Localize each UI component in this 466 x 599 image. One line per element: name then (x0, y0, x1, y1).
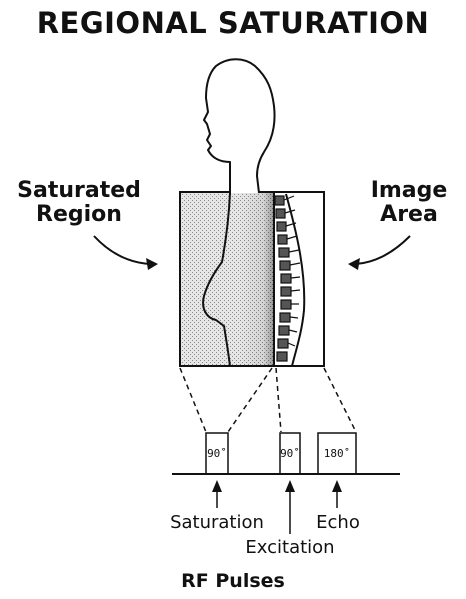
echo-arrow (332, 480, 342, 508)
page-title: REGIONAL SATURATION (0, 6, 466, 40)
pulse-label-echo: 180˚ (318, 439, 356, 469)
echo-label: Echo (310, 512, 366, 533)
spine (275, 196, 300, 361)
saturation-arrow (212, 480, 222, 508)
saturated-region-arrow (94, 236, 158, 270)
saturation-label: Saturation (160, 512, 274, 533)
rf-pulses-label: RF Pulses (0, 570, 466, 592)
projection-lines (180, 368, 356, 432)
excitation-label: Excitation (235, 537, 345, 558)
head-profile (204, 59, 275, 193)
image-area-label: Image Area (354, 179, 464, 227)
pulse-label-saturation: 90˚ (206, 439, 228, 469)
saturated-region-label: Saturated Region (4, 179, 154, 227)
image-area-arrow (348, 236, 410, 270)
image-area-text: Image Area (371, 178, 448, 227)
saturated-region-text: Saturated Region (17, 178, 141, 227)
excitation-arrow (285, 480, 295, 534)
pulse-label-excitation: 90˚ (280, 439, 300, 469)
